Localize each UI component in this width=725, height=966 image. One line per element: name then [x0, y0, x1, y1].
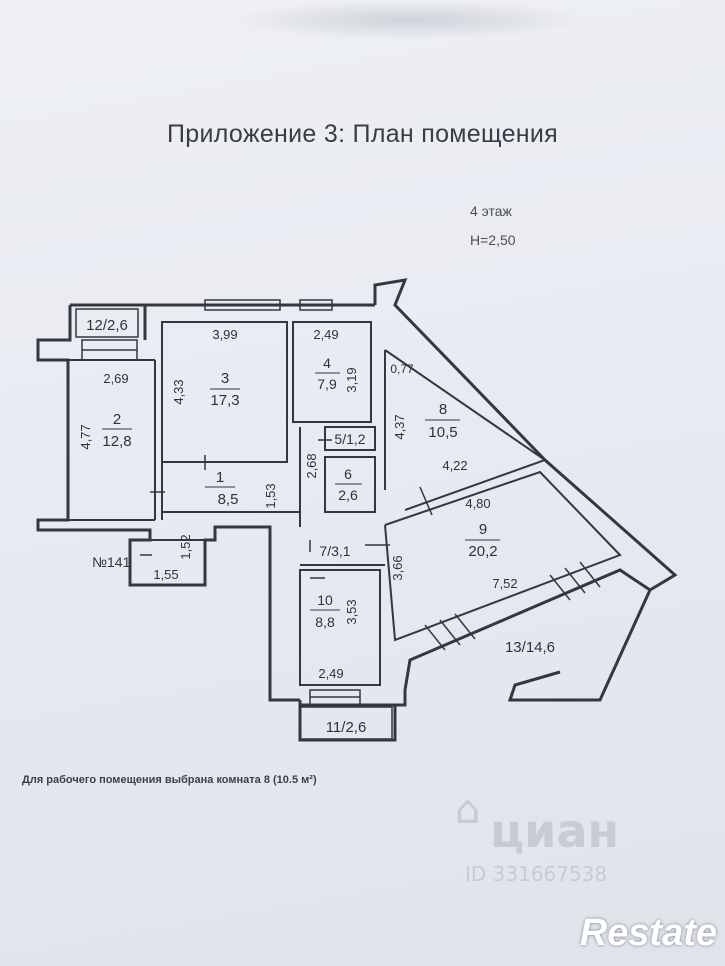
plan-partitions: [68, 321, 622, 686]
dim-2-68: 2,68: [304, 453, 319, 478]
room-11-box: [299, 706, 393, 740]
room-1-area: 8,5: [218, 491, 239, 508]
dim-0-77: 0,77: [390, 362, 414, 376]
page-title: Приложение 3: План помещения: [166, 120, 559, 148]
cian-watermark: циан: [490, 804, 620, 858]
dim-4-77: 4,77: [78, 424, 93, 449]
room-12-label: 12/2,6: [86, 317, 128, 334]
ceiling-height-label: Н=2,50: [470, 232, 516, 248]
dim-4-80: 4,80: [465, 496, 490, 511]
dim-7-52: 7,52: [492, 576, 517, 591]
room-3-area: 17,3: [210, 392, 239, 409]
plan-walls: [36, 278, 678, 742]
apartment-number: №141: [92, 554, 131, 570]
room-6-number: 6: [344, 466, 352, 482]
room-13-label: 13/14,6: [505, 639, 555, 656]
dim-1-55: 1,55: [153, 567, 178, 582]
room-2-number: 2: [113, 411, 121, 428]
room-12-box: [75, 308, 139, 338]
dim-3-19: 3,19: [344, 367, 359, 392]
dim-1-53: 1,53: [263, 483, 278, 508]
room-7-label: 7/3,1: [319, 543, 350, 559]
cian-logo-icon: ⌂: [455, 787, 481, 833]
dim-3-53: 3,53: [344, 599, 359, 624]
room-4-area: 7,9: [317, 376, 337, 392]
room-9-number: 9: [479, 521, 487, 538]
room-8-number: 8: [439, 401, 447, 418]
dim-4-22: 4,22: [442, 458, 467, 473]
room-1-number: 1: [216, 469, 224, 486]
room-10-area: 8,8: [315, 614, 335, 630]
room-10-number: 10: [317, 592, 333, 608]
room-5-label: 5/1,2: [334, 431, 365, 447]
dim-3-99: 3,99: [212, 327, 237, 342]
area-separators: [102, 372, 500, 611]
room-11-label: 11/2,6: [326, 719, 367, 736]
floor-label: 4 этаж: [470, 203, 512, 219]
plan-windows: [81, 299, 601, 706]
room-8-area: 10,5: [428, 424, 457, 441]
dim-2-49-bottom: 2,49: [318, 666, 343, 681]
dim-4-33: 4,33: [171, 379, 186, 404]
room-4-number: 4: [323, 355, 331, 371]
restate-brand: Restate: [579, 912, 717, 954]
dim-3-66: 3,66: [390, 555, 405, 580]
dim-2-49-top: 2,49: [313, 327, 338, 342]
dim-4-37: 4,37: [392, 414, 407, 439]
dim-2-69: 2,69: [103, 371, 128, 386]
room-9-area: 20,2: [468, 543, 497, 560]
scan-smudge: [230, 0, 590, 40]
plan-caption: Для рабочего помещения выбрана комната 8…: [22, 774, 317, 786]
dim-1-52: 1,52: [178, 534, 193, 559]
room-6-area: 2,6: [338, 487, 358, 503]
room-3-number: 3: [221, 370, 229, 387]
plan-doors: [140, 439, 433, 579]
room-2-area: 12,8: [102, 433, 131, 450]
cian-id-watermark: ID 331667538: [465, 862, 608, 886]
